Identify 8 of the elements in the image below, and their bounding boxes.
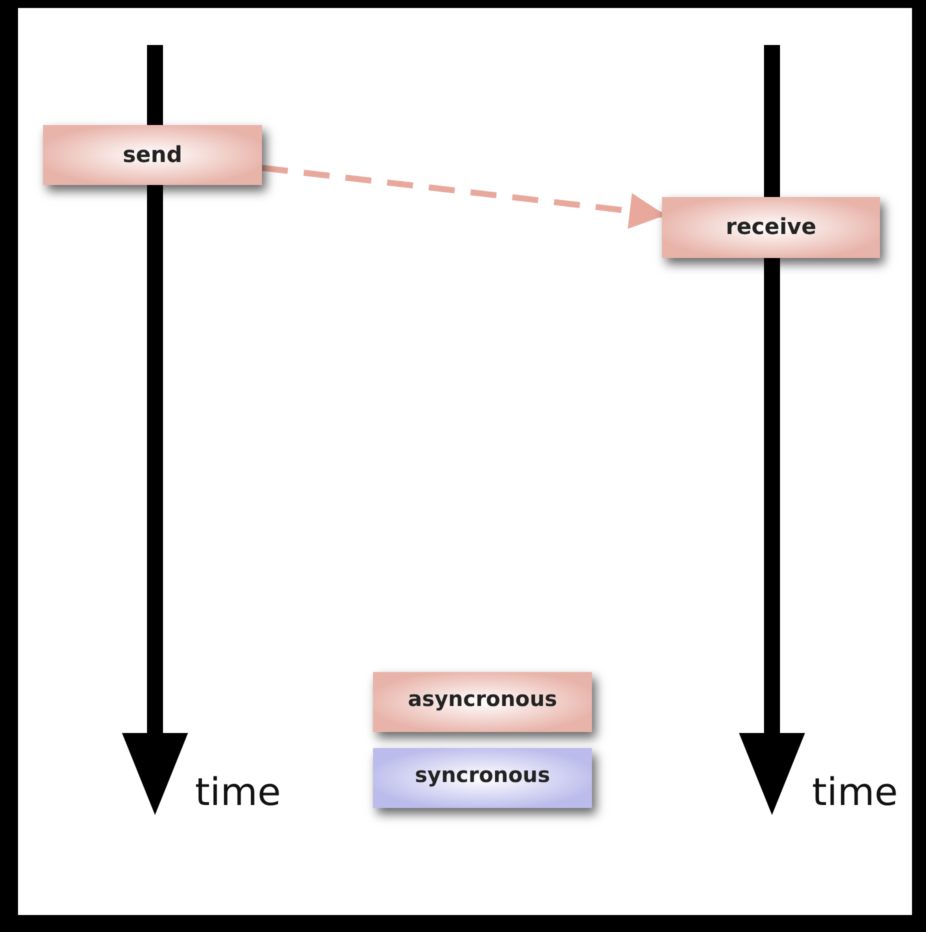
- axis-label: time: [195, 770, 281, 814]
- legend-label: asyncronous: [406, 687, 558, 711]
- event-label: send: [122, 142, 182, 168]
- event-box: [662, 197, 880, 258]
- event-box: [43, 125, 262, 185]
- legend-label: syncronous: [414, 763, 552, 787]
- event-label: receive: [726, 215, 816, 240]
- axis-label: time: [812, 770, 898, 814]
